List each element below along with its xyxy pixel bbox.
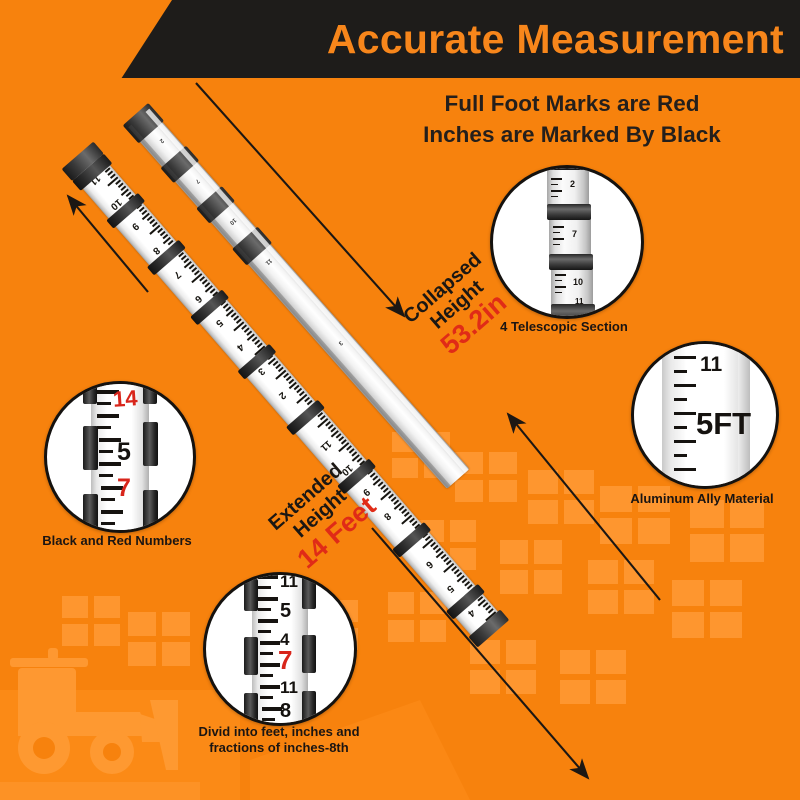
- rod-inch-number: 11: [318, 437, 334, 454]
- fractions-number-7: 7: [278, 645, 293, 675]
- numbers-red-14: 14: [112, 385, 139, 412]
- callout-numbers[interactable]: 14 5 7 Black and Red Numbers: [42, 381, 196, 548]
- subtitle-line-1: Full Foot Marks are Red: [444, 91, 700, 116]
- rod-inch-number: 5: [444, 582, 456, 595]
- fractions-number-11b: 11: [280, 678, 298, 697]
- rod-inch-number: 5: [213, 316, 225, 329]
- rod-inch-number: 4: [234, 340, 246, 353]
- fractions-number-4: 4: [280, 630, 290, 649]
- bulldozer-silhouette: [10, 648, 178, 774]
- rod-inch-number: 8: [150, 244, 162, 257]
- header-banner: [121, 0, 800, 78]
- callout-material[interactable]: 11 5FT Aluminum Ally Material: [630, 341, 779, 506]
- fractions-circle-image: 11 5 4 7 11 8: [203, 572, 357, 726]
- rod-inch-number: 7: [171, 268, 183, 281]
- material-number-11: 11: [700, 353, 723, 376]
- fractions-number-8: 8: [280, 700, 292, 722]
- callout-fractions-label-line-2: fractions of inches-8th: [209, 740, 349, 755]
- telescopic-number-11: 11: [575, 297, 584, 306]
- telescopic-number-7: 7: [572, 229, 578, 239]
- telescopic-number-10: 10: [573, 277, 584, 287]
- callout-telescopic[interactable]: 2 7 10 11 4 Telescopic Section: [490, 165, 644, 334]
- rod-inch-number: 8: [381, 509, 393, 522]
- callout-telescopic-label: 4 Telescopic Section: [500, 319, 628, 334]
- rod-inch-number: 6: [192, 292, 204, 305]
- telescopic-number-2: 2: [570, 179, 576, 189]
- fractions-number-11: 11: [280, 572, 298, 591]
- subtitle-line-2: Inches are Marked By Black: [423, 122, 721, 148]
- rod-inch-number: 9: [129, 220, 141, 233]
- numbers-red-7: 7: [117, 474, 131, 502]
- material-circle-image: 11 5FT: [631, 341, 779, 489]
- page-title: Accurate Measurement: [326, 15, 784, 62]
- material-number-5ft: 5FT: [696, 406, 752, 441]
- subtitle-block: Full Foot Marks are Red Inches are Marke…: [362, 88, 782, 150]
- callout-fractions-label-line-1: Divid into feet, inches and: [198, 724, 360, 739]
- rod-inch-number: 2: [276, 389, 288, 402]
- numbers-black-5: 5: [117, 438, 131, 466]
- arrow-extended-bottom: [371, 527, 590, 780]
- callout-numbers-label: Black and Red Numbers: [42, 533, 192, 548]
- fractions-number-5: 5: [280, 600, 292, 622]
- rod-inch-number: 6: [423, 558, 435, 571]
- callout-fractions[interactable]: 11 5 4 7 11 8 Divid into feet, inches an…: [198, 572, 360, 755]
- numbers-circle-image: 14 5 7: [44, 381, 196, 533]
- rod-inch-number: 4: [465, 606, 477, 619]
- callout-material-label: Aluminum Ally Material: [630, 491, 774, 506]
- telescopic-circle-image: 2 7 10 11: [490, 165, 644, 319]
